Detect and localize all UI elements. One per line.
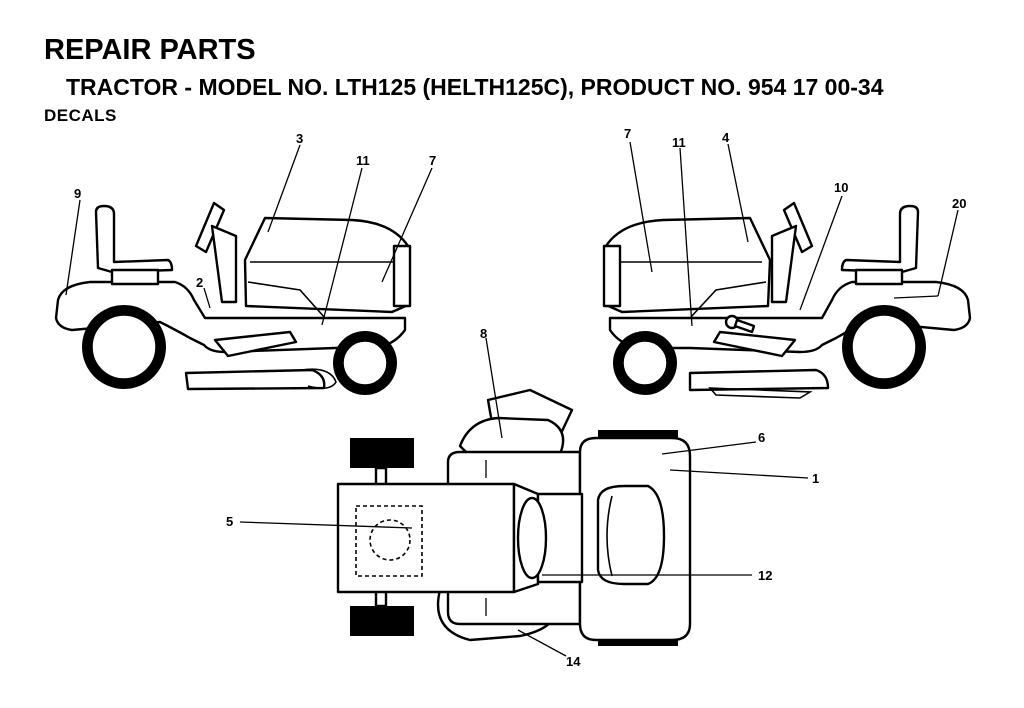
callout-12: 12 — [758, 568, 772, 583]
callout-6: 6 — [758, 430, 765, 445]
tractor-top-view — [336, 388, 692, 646]
callout-3: 3 — [296, 131, 303, 146]
tractor-left-view — [54, 201, 412, 395]
tractor-right-view — [602, 201, 972, 399]
callout-20: 20 — [952, 196, 966, 211]
callout-5: 5 — [226, 514, 233, 529]
callout-14: 14 — [566, 654, 581, 669]
callout-2: 2 — [196, 275, 203, 290]
model-subtitle: TRACTOR - MODEL NO. LTH125 (HELTH125C), … — [66, 74, 884, 100]
section-label: DECALS — [44, 106, 117, 125]
callout-11: 11 — [356, 153, 370, 168]
callout-1: 1 — [812, 471, 819, 486]
callout-numbers: 9 3 11 7 2 7 11 4 10 20 8 6 1 5 12 14 — [74, 126, 966, 669]
leader-lines — [65, 141, 959, 657]
callout-11-right: 11 — [672, 135, 686, 150]
callout-7-right: 7 — [624, 126, 631, 141]
callout-4: 4 — [722, 130, 730, 145]
page-title: REPAIR PARTS — [44, 34, 256, 66]
callout-8: 8 — [480, 326, 487, 341]
callout-9: 9 — [74, 186, 81, 201]
callout-10: 10 — [834, 180, 848, 195]
callout-7: 7 — [429, 153, 436, 168]
